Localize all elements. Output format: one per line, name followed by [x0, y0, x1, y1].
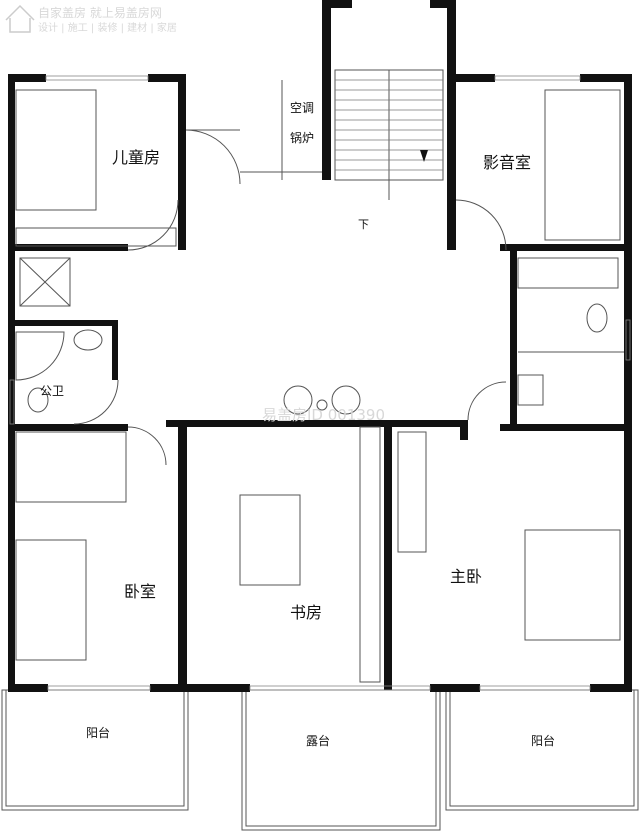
watermark-line2: 设计 | 施工 | 装修 | 建材 | 家居 — [38, 21, 177, 34]
staircase: 下 — [334, 69, 444, 231]
watermark-line1: 自家盖房 就上易盖房网 — [38, 5, 162, 20]
label-public-wc: 公卫 — [40, 384, 64, 398]
label-balcony-left: 阳台 — [86, 725, 110, 740]
windows — [9, 75, 631, 691]
label-bedroom: 卧室 — [124, 582, 156, 601]
walls — [8, 0, 632, 692]
label-children-room: 儿童房 — [112, 148, 160, 167]
stairs-down-label: 下 — [358, 218, 369, 231]
watermark-center: 易盖房ID 001390 — [262, 406, 385, 424]
label-master-bedroom: 主卧 — [450, 567, 482, 586]
balconies — [1, 689, 639, 831]
room-labels: 儿童房 空调 锅炉 影音室 公卫 卧室 书房 主卧 阳台 露台 阳台 — [40, 101, 555, 748]
label-ac: 空调 — [290, 101, 314, 115]
label-balcony-right: 阳台 — [531, 733, 555, 748]
doors — [73, 129, 507, 466]
fixtures — [15, 80, 624, 683]
label-theater: 影音室 — [483, 153, 531, 172]
label-study: 书房 — [290, 603, 322, 622]
label-boiler: 锅炉 — [290, 130, 314, 145]
label-terrace: 露台 — [306, 733, 330, 748]
watermark-logo: 自家盖房 就上易盖房网 设计 | 施工 | 装修 | 建材 | 家居 — [5, 4, 177, 34]
